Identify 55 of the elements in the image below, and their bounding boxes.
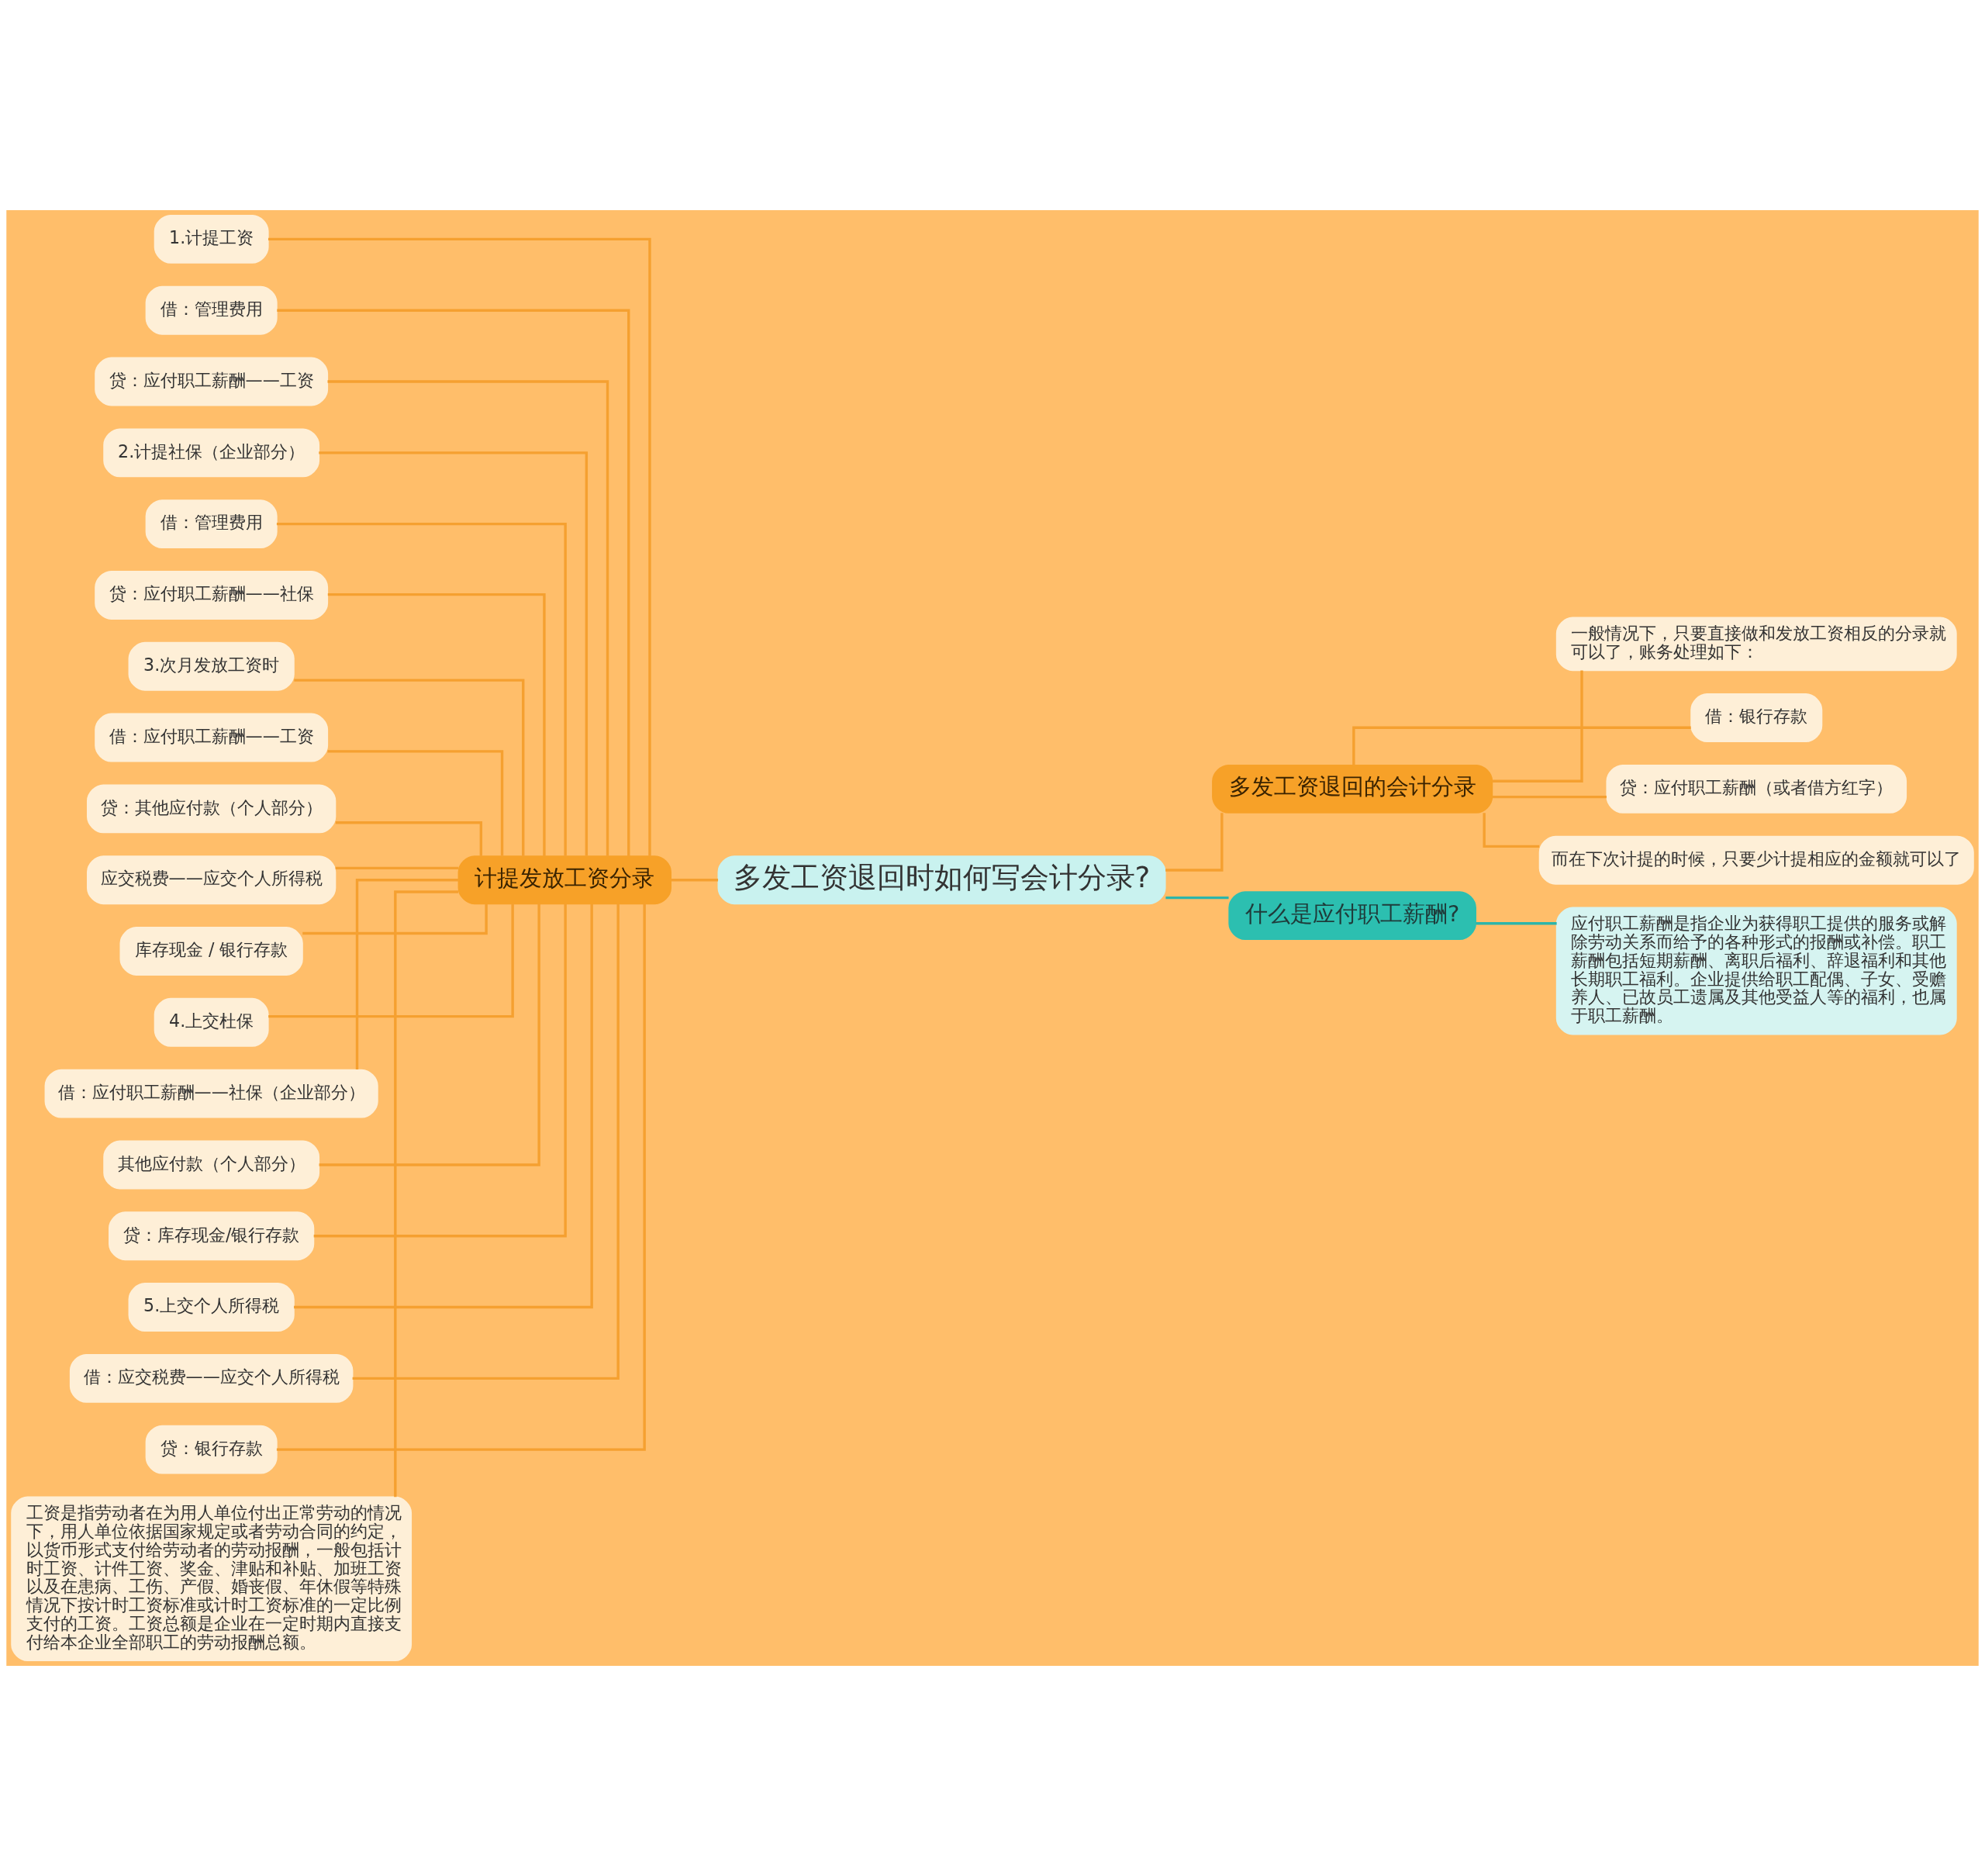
connector [294,903,593,1309]
connector [276,903,646,1451]
connector [302,903,488,935]
node-box: 贷：应付职工薪酬——社保 [95,571,329,620]
connector [327,593,546,856]
node-box: 一般情况下，只要直接做和发放工资相反的分录就可以了，账务处理如下： [1555,617,1957,672]
connector [1476,922,1557,925]
connector [394,890,459,1498]
node-box: 计提发放工资分录 [457,855,671,905]
connector [277,309,630,857]
node-box: 工资是指劳动者在为用人单位付出正常劳动的情况下，用人单位依据国家规定或者劳动合同的约定，以货币形式支付给劳动者的劳动报酬，一般包括计时工资、计件工资、奖金、津贴和补贴、加班工资以及在患病、工伤、产假、婚丧假、年休假等特殊情况下按计时工资标准或计时工资标准的一定比例支付的工资。工资总额是企业在一定时期内直接支付给本企业全部职工的劳动报酬总额。 [11,1496,413,1662]
node-box: 借：管理费用 [145,499,278,549]
connector [319,903,540,1166]
node-box: 贷：应付职工薪酬——工资 [95,357,329,406]
connector [268,903,514,1018]
connector [327,750,504,856]
connector [268,237,651,856]
node-box: 2.计提社保（企业部分） [103,428,320,478]
node-box: 3.次月发放工资时 [128,641,295,691]
connector [355,879,459,1070]
node-box: 借：银行存款 [1690,693,1823,742]
node-box: 多发工资退回时如何写会计分录? [717,855,1166,905]
node-box: 库存现金 / 银行存款 [119,927,303,976]
node-box: 应付职工薪酬是指企业为获得职工提供的服务或解除劳动关系而给予的各种形式的报酬或补偿。职工薪酬包括短期薪酬、离职后福利、辞退福利和其他长期职工福利。企业提供给职工配偶、子女、受赡养人、已故员工遗属及其他受益人等的福利，也属于职工薪酬。 [1555,907,1957,1035]
connector [1483,813,1540,848]
connector [1165,896,1229,900]
connector [352,903,620,1380]
connector [671,879,719,882]
node-box: 5.上交个人所得税 [128,1283,295,1332]
node-box: 贷：库存现金/银行存款 [109,1211,315,1261]
connector [276,522,567,856]
connector [1352,726,1691,765]
node-box: 贷：其他应付款（个人部分） [87,784,337,834]
node-box: 借：应付职工薪酬——社保（企业部分） [44,1069,378,1118]
node-box: 贷：应付职工薪酬（或者借方红字） [1606,764,1907,814]
connector [294,679,525,856]
node-box: 其他应付款（个人部分） [103,1140,320,1190]
node-box: 应交税费——应交个人所得税 [87,855,337,905]
node-box: 什么是应付职工薪酬? [1228,891,1476,941]
node-box: 借：管理费用 [145,285,278,335]
node-box: 多发工资退回的会计分录 [1212,764,1493,814]
node-box: 贷：银行存款 [145,1425,278,1474]
connector [319,451,589,856]
connector [335,821,483,856]
node-box: 而在下次计提的时候，只要少计提相应的金额就可以了 [1538,835,1974,885]
node-box: 4.上交杜保 [154,997,269,1047]
connector [313,903,567,1238]
node-box: 借：应交税费——应交个人所得税 [69,1353,354,1403]
connector [327,380,609,856]
connector [1165,813,1224,872]
connector [335,866,459,870]
node-box: 借：应付职工薪酬——工资 [95,713,329,762]
connector [1492,670,1583,783]
connector [1492,795,1607,799]
node-box: 1.计提工资 [154,214,269,264]
